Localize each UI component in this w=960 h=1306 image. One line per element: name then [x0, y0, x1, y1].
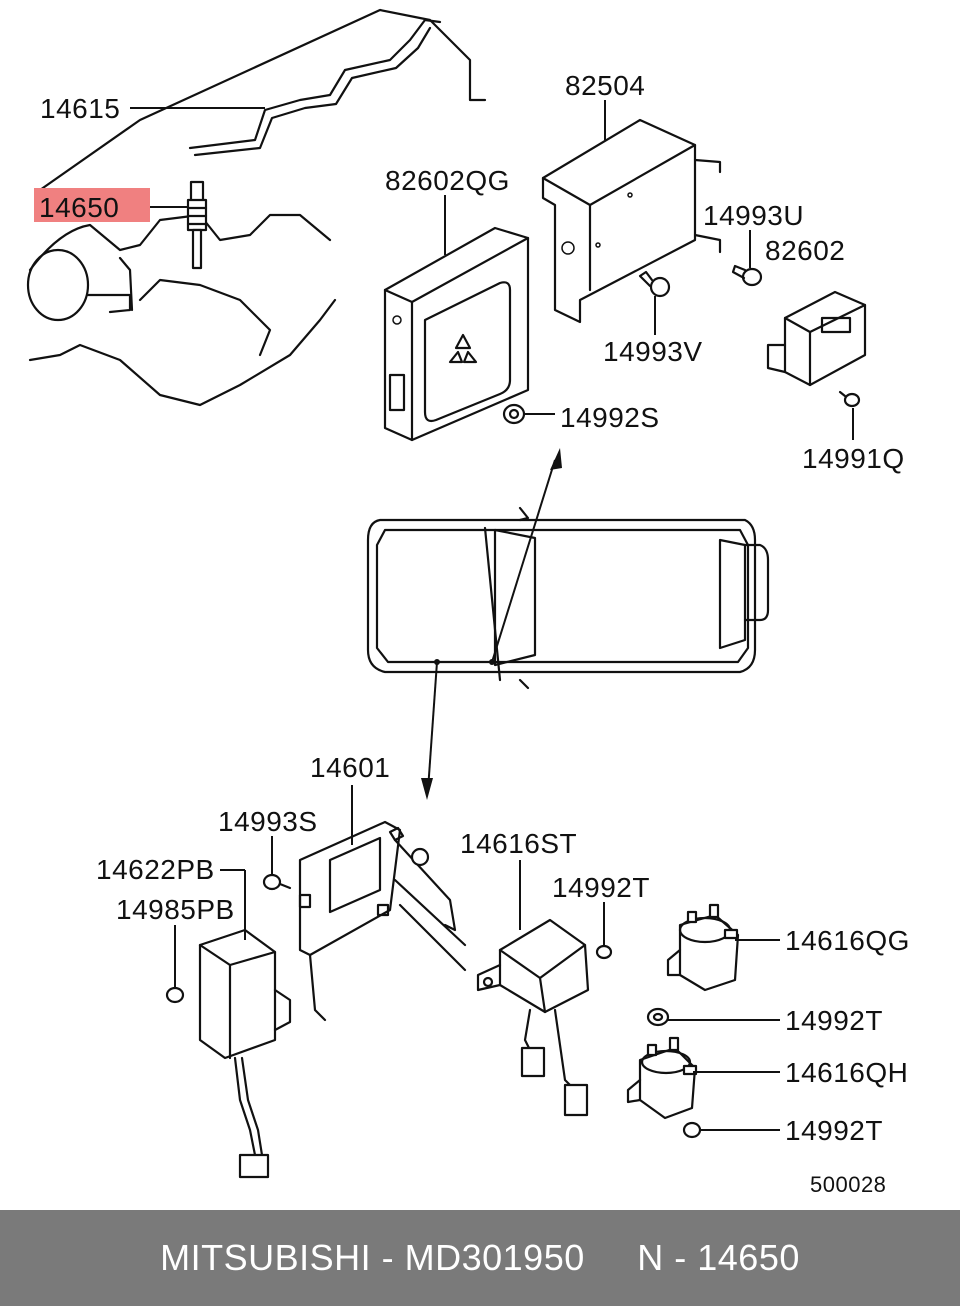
nut-14992T-a — [595, 944, 613, 960]
nut-14992S — [502, 403, 526, 425]
callout-highlight-14650 — [34, 188, 150, 222]
callout-82504: 82504 — [565, 70, 645, 101]
callout-14985PB: 14985PB — [116, 894, 235, 925]
engine-control-unit-82602QG — [383, 226, 530, 442]
callout-14992S: 14992S — [560, 402, 660, 433]
solenoid-14616QG — [666, 903, 740, 992]
location-arrows — [421, 448, 562, 800]
callout-14992T-c: 14992T — [785, 1115, 883, 1146]
bracket-14601 — [298, 820, 467, 1022]
nut-14985PB — [165, 986, 185, 1004]
callout-14650: 14650 — [39, 192, 119, 223]
nut-14992T-b — [646, 1007, 670, 1027]
bolt-14993S — [262, 873, 292, 891]
callout-14601: 14601 — [310, 752, 390, 783]
callout-14991Q: 14991Q — [802, 443, 905, 474]
parts-diagram: 14615 14650 82504 82602QG 14993U 82602 1… — [26, 8, 910, 1197]
callout-82602QG: 82602QG — [385, 165, 510, 196]
nut-14992T-c — [682, 1121, 702, 1139]
relay-82602 — [766, 290, 867, 387]
diagram-id: 500028 — [810, 1172, 886, 1197]
screw-14991Q — [838, 390, 861, 408]
callout-14992T-b: 14992T — [785, 1005, 883, 1036]
callout-14993U: 14993U — [703, 200, 804, 231]
callout-14622PB: 14622PB — [96, 854, 215, 885]
callout-14616QG: 14616QG — [785, 925, 910, 956]
bolt-14993V — [638, 270, 671, 298]
leader-lines — [130, 100, 854, 1131]
callout-82602: 82602 — [765, 235, 845, 266]
callout-labels: 14615 14650 82504 82602QG 14993U 82602 1… — [39, 70, 910, 1197]
callout-14993S: 14993S — [218, 806, 318, 837]
footer-bar: MITSUBISHI - MD301950 N - 14650 — [0, 1210, 960, 1306]
glow-plug-harness-14615 — [188, 18, 442, 157]
footer-part-number: MITSUBISHI - MD301950 N - 14650 — [160, 1237, 800, 1278]
callout-14616ST: 14616ST — [460, 828, 577, 859]
bolt-14993U — [731, 264, 763, 287]
callout-14993V: 14993V — [603, 336, 703, 367]
relay-14616ST — [476, 918, 590, 1117]
glow-plug-14650 — [186, 180, 208, 270]
bracket-82504 — [541, 118, 722, 324]
callout-14615: 14615 — [40, 93, 120, 124]
callout-14616QH: 14616QH — [785, 1057, 908, 1088]
callout-14992T-a: 14992T — [552, 872, 650, 903]
control-unit-14622PB — [198, 928, 292, 1179]
vehicle-top-view — [366, 506, 770, 690]
solenoid-14616QH — [626, 1036, 698, 1120]
